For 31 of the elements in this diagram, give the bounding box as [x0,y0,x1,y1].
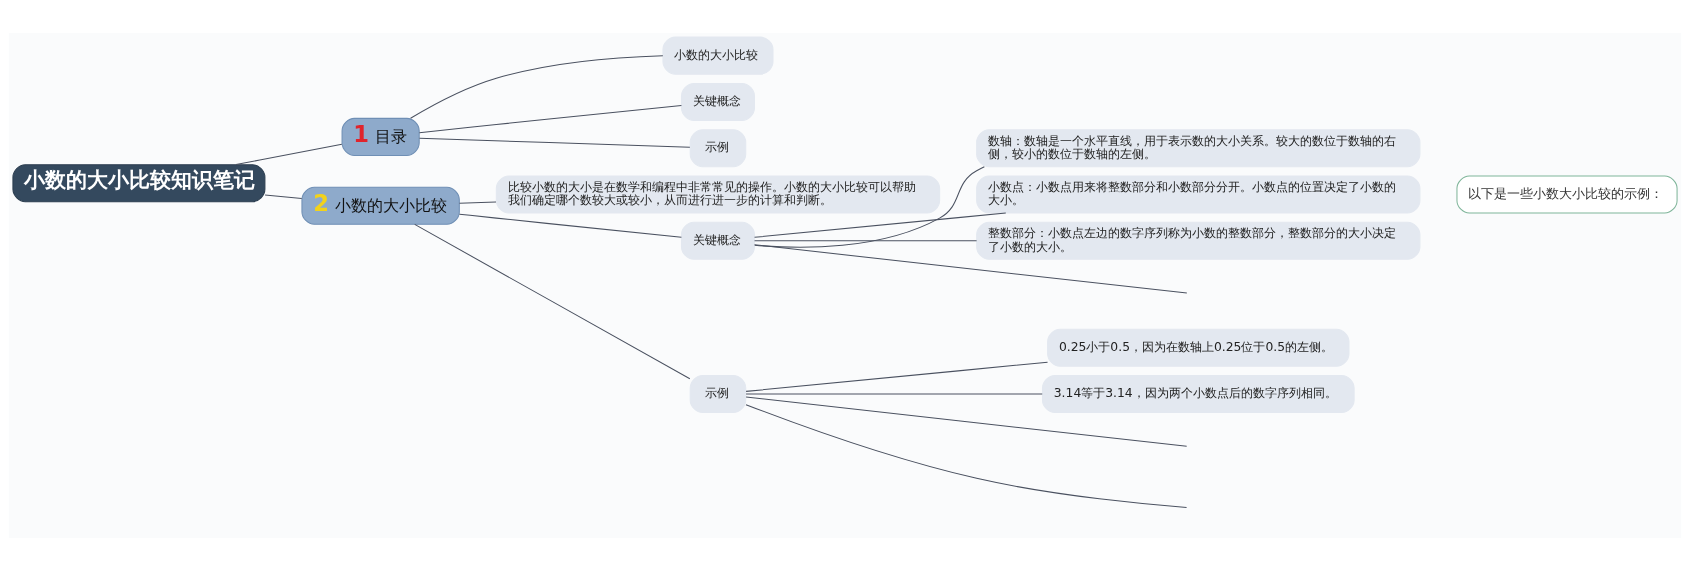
connector [745,361,1049,392]
node-box: 2 小数的大小比较 [301,186,460,225]
connector [235,143,343,165]
connector [414,223,691,379]
connector [745,403,1188,508]
node-box: 整数部分：小数点左边的数字序列称为小数的整数部分，整数部分的大小决定了小数的大小。 [976,221,1421,260]
node-box: 示例 [689,128,747,167]
node-box: 示例 [689,374,747,413]
connector [458,213,682,238]
node-box: 以下是一些小数大小比较的示例： [1456,174,1678,213]
node-box: 小数点：小数点用来将整数部分和小数部分分开。小数点的位置决定了小数的大小。 [976,174,1421,213]
connector [745,396,1188,447]
node-box: 0.25小于0.5，因为在数轴上0.25位于0.5的左侧。 [1047,328,1350,367]
connector [754,212,1007,238]
connector [410,54,664,119]
connector [458,200,497,204]
connector [745,393,1043,395]
connector [418,137,691,148]
connector [418,104,682,133]
connector [754,243,1188,294]
connector [754,239,978,241]
node-box: 小数的大小比较知识笔记 [12,163,266,202]
node-box: 小数的大小比较 [662,36,774,75]
node-box: 数轴：数轴是一个水平直线，用于表示数的大小关系。较大的数位于数轴的右侧，较小的数位于数轴的左侧。 [976,128,1421,167]
node-box: 关键概念 [680,82,755,121]
connector [264,193,303,199]
node-box: 1 目录 [341,117,420,156]
connector [754,165,985,248]
node-box: 3.14等于3.14，因为两个小数点后的数字序列相同。 [1041,374,1355,413]
node-box: 比较小数的大小是在数学和编程中非常常见的操作。小数的大小比较可以帮助我们确定哪个数较大或较小，从而进行进一步的计算和判断。 [495,174,941,213]
node-box: 关键概念 [680,221,755,260]
